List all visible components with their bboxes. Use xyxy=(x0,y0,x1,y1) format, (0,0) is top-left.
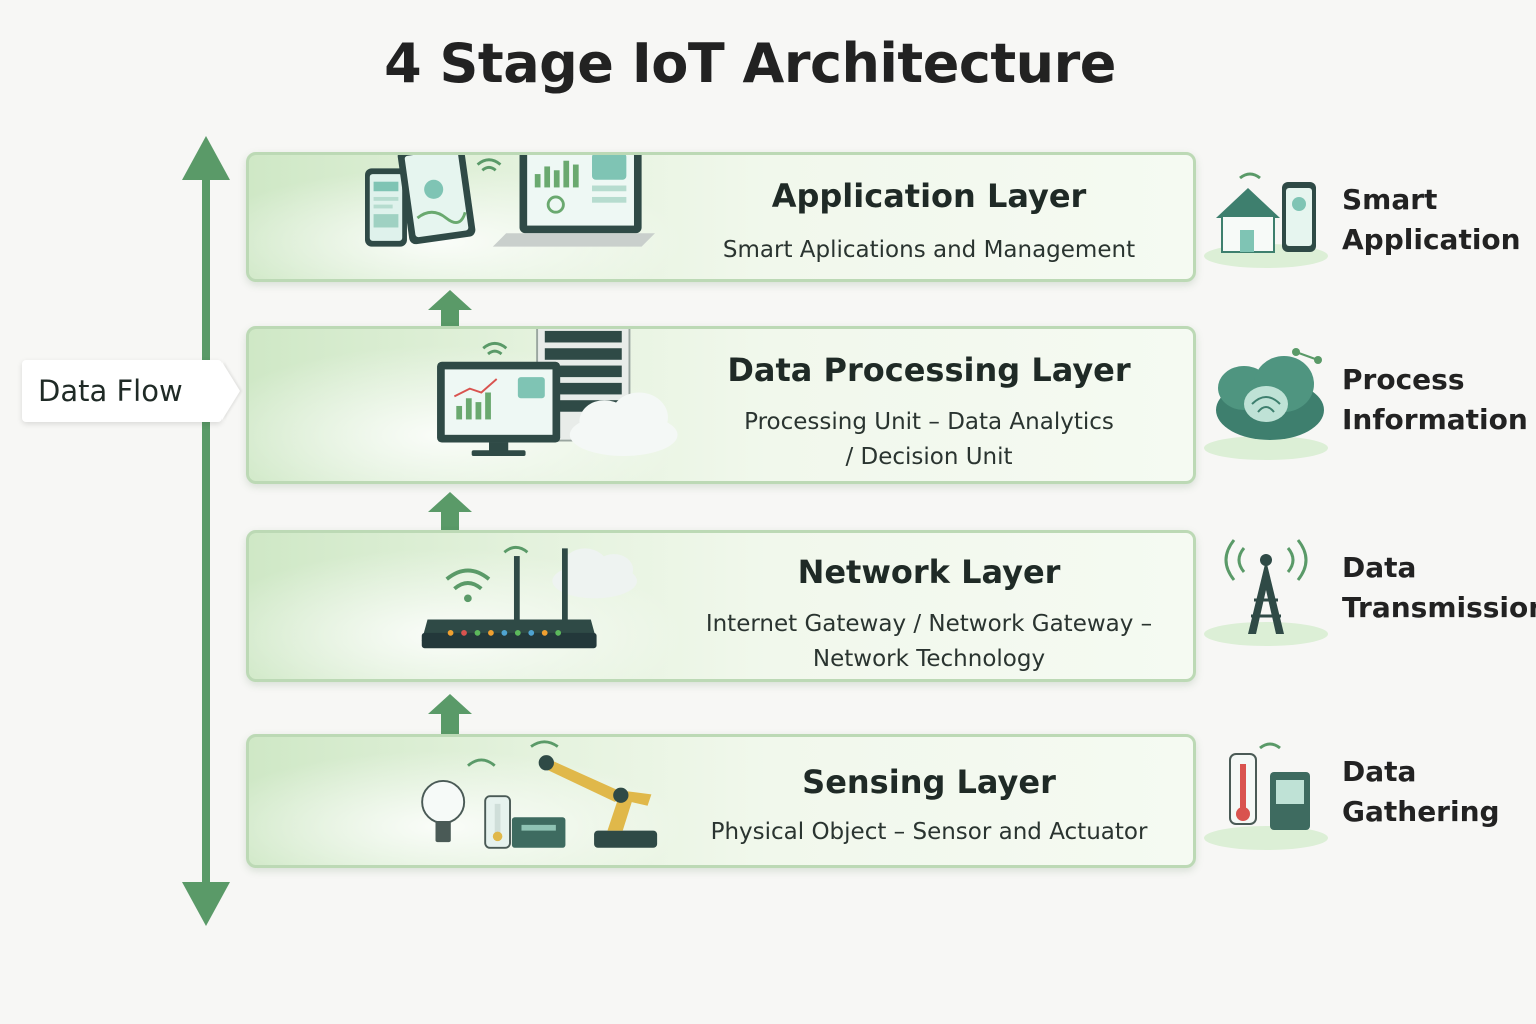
side-label: Data Gathering xyxy=(1342,755,1500,828)
data-flow-double-arrow xyxy=(182,136,230,926)
data-flow-label-pointer xyxy=(222,362,240,420)
sensing-layer-panel: Sensing Layer Physical Object – Sensor a… xyxy=(246,734,1196,868)
thermometer-device-icon xyxy=(1204,742,1328,850)
side-label: Smart Application xyxy=(1342,183,1521,256)
layer-subtitle: Internet Gateway / Network Gateway – Net… xyxy=(705,611,1153,672)
sensing-layer-text: Sensing Layer Physical Object – Sensor a… xyxy=(659,763,1193,850)
data-flow-text: Data Flow xyxy=(38,374,183,408)
application-devices-illustration xyxy=(365,155,655,247)
smart-home-phone-icon xyxy=(1204,172,1328,268)
sensing-devices-illustration xyxy=(421,740,658,849)
side-label: Data Transmission xyxy=(1342,551,1536,624)
up-arrow-icon xyxy=(428,694,472,734)
data-flow-label: Data Flow xyxy=(22,360,222,422)
layer-title: Data Processing Layer xyxy=(727,351,1131,389)
application-layer-panel: Application Layer Smart Aplications and … xyxy=(246,152,1196,282)
page-title: 4 Stage IoT Architecture xyxy=(384,32,1116,95)
antenna-tower-icon xyxy=(1204,539,1328,646)
brain-cloud-icon xyxy=(1204,348,1328,460)
layer-subtitle: Processing Unit – Data Analytics / Decis… xyxy=(744,409,1114,470)
application-layer-text: Application Layer Smart Aplications and … xyxy=(659,177,1193,268)
network-router-illustration xyxy=(421,545,637,649)
network-layer-panel: Network Layer Internet Gateway / Network… xyxy=(246,530,1196,682)
layer-title: Network Layer xyxy=(797,553,1061,591)
layer-title: Sensing Layer xyxy=(802,763,1056,801)
side-label: Process Information xyxy=(1342,363,1528,436)
layer-subtitle: Physical Object – Sensor and Actuator xyxy=(710,819,1148,845)
layer-subtitle: Smart Aplications and Management xyxy=(722,237,1136,263)
network-layer-text: Network Layer Internet Gateway / Network… xyxy=(659,553,1193,677)
up-arrow-icon xyxy=(428,290,472,330)
up-arrow-icon xyxy=(428,492,472,532)
data-processing-layer-panel: Data Processing Layer Processing Unit – … xyxy=(246,326,1196,484)
data-processing-layer-text: Data Processing Layer Processing Unit – … xyxy=(659,351,1193,475)
layer-title: Application Layer xyxy=(771,177,1087,215)
data-processing-illustration xyxy=(437,329,678,456)
